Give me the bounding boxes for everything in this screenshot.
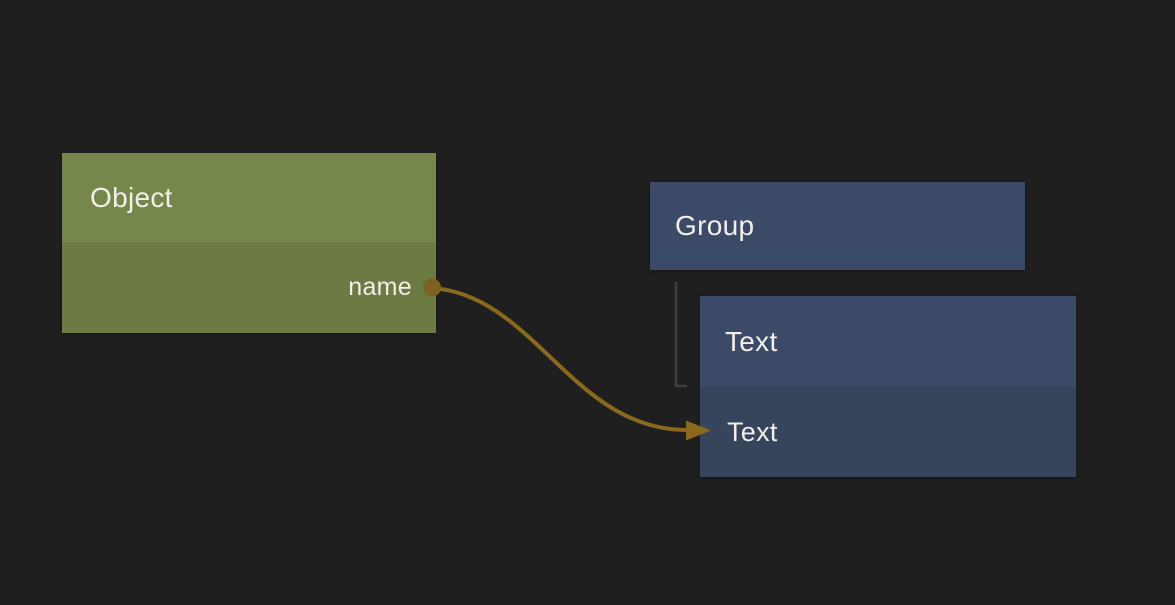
node-object-title: Object bbox=[90, 181, 173, 213]
node-text-row-label: Text bbox=[727, 416, 778, 447]
node-object-header: Object bbox=[62, 153, 436, 242]
node-group-header: Group bbox=[650, 182, 1025, 270]
hierarchy-connector-line bbox=[674, 282, 687, 388]
node-text-row: Text bbox=[700, 387, 1076, 477]
node-text-header: Text bbox=[700, 296, 1076, 387]
output-port-label: name bbox=[348, 273, 412, 301]
node-text-title: Text bbox=[725, 325, 778, 357]
node-group-title: Group bbox=[675, 210, 755, 241]
node-group[interactable]: Group bbox=[650, 182, 1025, 270]
node-text[interactable]: Text Text bbox=[700, 296, 1076, 477]
node-object[interactable]: Object name bbox=[62, 153, 436, 333]
connection-curve[interactable] bbox=[430, 286, 689, 432]
node-object-body: name bbox=[62, 242, 436, 333]
connection-edge[interactable] bbox=[430, 286, 711, 441]
